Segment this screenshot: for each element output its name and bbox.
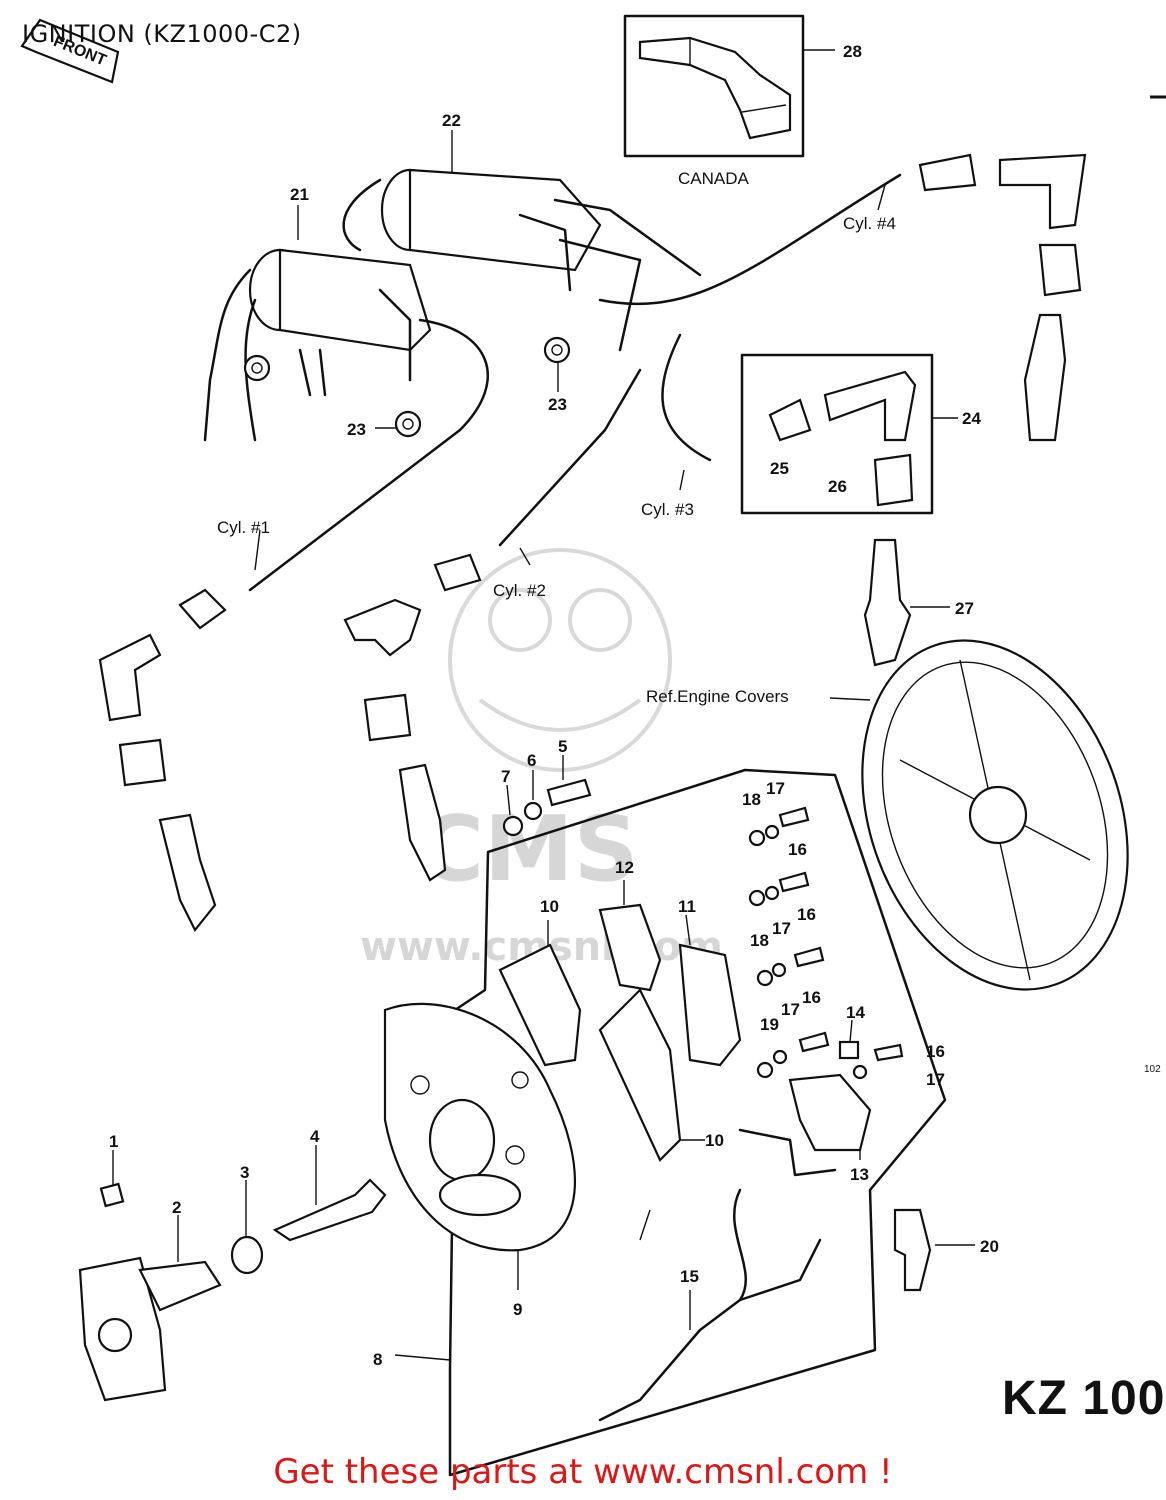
- screw-5: [546, 755, 592, 807]
- part-label-17-b: 17: [772, 919, 791, 938]
- lead-15: [598, 1188, 822, 1422]
- washer-7: [502, 784, 524, 837]
- clamp-20: [893, 1208, 975, 1292]
- part-label-3: 3: [240, 1163, 249, 1182]
- page-title: IGNITION (KZ1000-C2): [22, 20, 302, 48]
- part-label-23-a: 23: [347, 420, 366, 439]
- advancer-2: [78, 1215, 222, 1402]
- part-label-10-b: 10: [705, 1131, 724, 1150]
- ref-engine-covers-label: Ref.Engine Covers: [646, 687, 789, 706]
- nut-23-b: [394, 410, 422, 438]
- part-label-6: 6: [527, 751, 536, 770]
- screw-washer-stack: [748, 806, 904, 1080]
- part-label-7: 7: [501, 767, 510, 786]
- contact-breaker-12: [598, 880, 662, 992]
- part-label-20: 20: [980, 1237, 999, 1256]
- nut-23-c: [543, 336, 571, 364]
- model-label: KZ 100: [1002, 1372, 1166, 1425]
- breaker-assembly-outline: [394, 768, 947, 1477]
- contact-plate-10-a: [498, 920, 582, 1067]
- part-label-12: 12: [615, 858, 634, 877]
- washer-3: [230, 1180, 264, 1275]
- nut-23-a: [243, 354, 271, 382]
- contact-plate-10-b: [598, 988, 705, 1162]
- part-label-27: 27: [955, 599, 974, 618]
- bolt-4: [272, 1145, 387, 1242]
- washer-6: [523, 770, 543, 821]
- ht-lead-cyl4: [598, 153, 1087, 442]
- cyl1-label: Cyl. #1: [217, 518, 270, 537]
- part-label-22: 22: [442, 111, 461, 130]
- terminal-14: [838, 1019, 860, 1060]
- condenser-13: [738, 1073, 872, 1177]
- part-label-19: 19: [760, 1015, 779, 1034]
- part-label-13: 13: [850, 1165, 869, 1184]
- contact-breaker-11: [678, 914, 742, 1067]
- part-label-4: 4: [310, 1127, 320, 1146]
- canada-label: CANADA: [678, 169, 750, 188]
- leader-lines: [254, 130, 886, 1241]
- part-label-17-d: 17: [926, 1070, 945, 1089]
- cyl2-label: Cyl. #2: [493, 581, 546, 600]
- part-label-5: 5: [558, 737, 567, 756]
- part-label-16-d: 16: [926, 1042, 945, 1061]
- ht-lead-cyl2: [343, 368, 642, 882]
- cyl3-label: Cyl. #3: [641, 500, 694, 519]
- cyl4-label: Cyl. #4: [843, 214, 896, 233]
- part-label-16-b: 16: [797, 905, 816, 924]
- part-label-2: 2: [172, 1198, 181, 1217]
- part-label-17-c: 17: [781, 1000, 800, 1019]
- part-label-16-c: 16: [802, 988, 821, 1007]
- part-label-23-b: 23: [548, 395, 567, 414]
- part-label-28: 28: [843, 42, 862, 61]
- part-label-24: 24: [962, 409, 981, 428]
- part-label-18-a: 18: [742, 790, 761, 809]
- part-label-26: 26: [828, 477, 847, 496]
- text-labels: CANADA Ref.Engine Covers Cyl. #1 Cyl. #2…: [109, 42, 999, 1369]
- part-label-25: 25: [770, 459, 789, 478]
- part-label-9: 9: [513, 1300, 522, 1319]
- part-label-18-b: 18: [750, 931, 769, 950]
- base-plate-9: [383, 1002, 577, 1290]
- part-label-14: 14: [846, 1003, 865, 1022]
- part-label-15: 15: [680, 1267, 699, 1286]
- footer-link-text[interactable]: Get these parts at www.cmsnl.com !: [273, 1452, 893, 1492]
- part-label-17-a: 17: [766, 779, 785, 798]
- ignition-coil-21: [203, 248, 432, 442]
- pin-1: [99, 1150, 125, 1208]
- part-label-10-a: 10: [540, 897, 559, 916]
- part-label-11: 11: [678, 897, 696, 916]
- canada-plug-cap-box: [623, 14, 835, 158]
- ht-lead-cyl1: [98, 318, 489, 933]
- ignition-coil-22: [342, 168, 702, 352]
- part-label-8: 8: [373, 1350, 382, 1369]
- spark-plug-27: [863, 538, 950, 667]
- ht-lead-cyl3: [661, 333, 712, 462]
- part-label-1: 1: [109, 1132, 118, 1151]
- edge-code: 102: [1144, 1064, 1161, 1075]
- part-label-21: 21: [290, 185, 309, 204]
- engine-cover-ring: [829, 639, 1129, 991]
- part-label-16-a: 16: [788, 840, 807, 859]
- plug-cap-set-box: [740, 353, 958, 515]
